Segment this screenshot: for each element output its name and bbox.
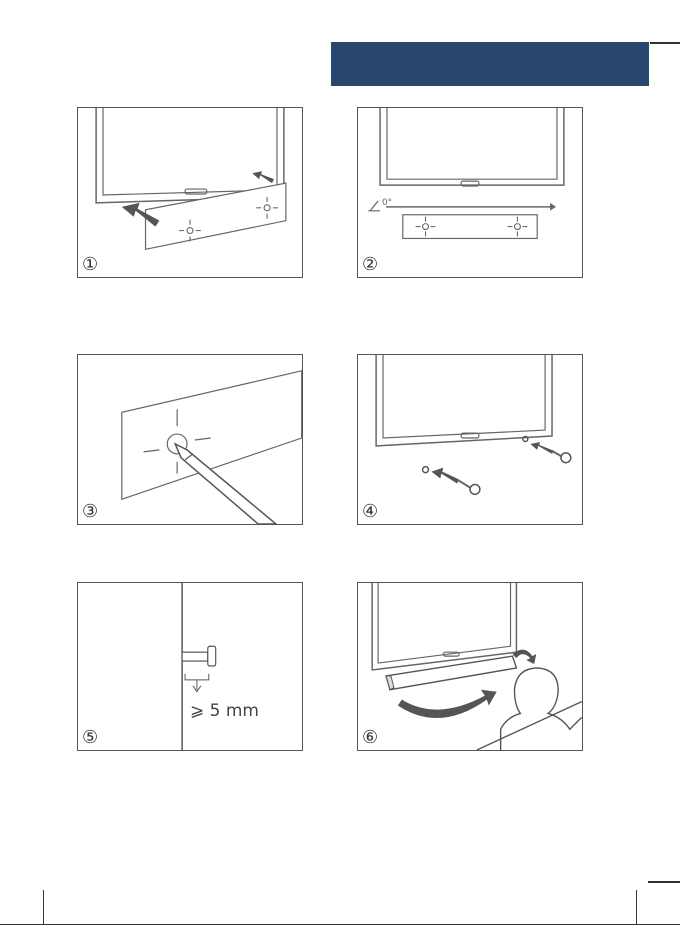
svg-text:0°: 0°	[382, 198, 392, 208]
step-1-panel: ①	[77, 107, 303, 278]
step-5-panel: ⩾ 5 mm ⑤	[77, 582, 303, 751]
step-6-panel: ⑥	[357, 582, 583, 751]
footer-rule	[648, 881, 680, 883]
step-2-panel: 0° ②	[357, 107, 583, 278]
level-check-illustration: 0°	[358, 108, 582, 277]
screw-gap-illustration	[78, 583, 302, 750]
hang-soundbar-illustration	[358, 583, 582, 750]
mark-holes-illustration	[78, 355, 302, 524]
section-header-bar	[331, 42, 649, 86]
step-number: ③	[82, 503, 98, 521]
step-number: ①	[82, 256, 98, 274]
crop-mark-left	[43, 890, 44, 925]
drive-screws-illustration	[358, 355, 582, 524]
gap-dimension-label: ⩾ 5 mm	[190, 701, 259, 721]
step-number: ⑥	[362, 729, 378, 747]
crop-mark-right	[636, 890, 637, 925]
step-3-panel: ③	[77, 354, 303, 525]
step-number: ②	[362, 256, 378, 274]
step-number: ④	[362, 503, 378, 521]
step-4-panel: ④	[357, 354, 583, 525]
header-rule	[650, 42, 680, 44]
template-alignment-illustration	[78, 108, 302, 277]
step-number: ⑤	[82, 729, 98, 747]
